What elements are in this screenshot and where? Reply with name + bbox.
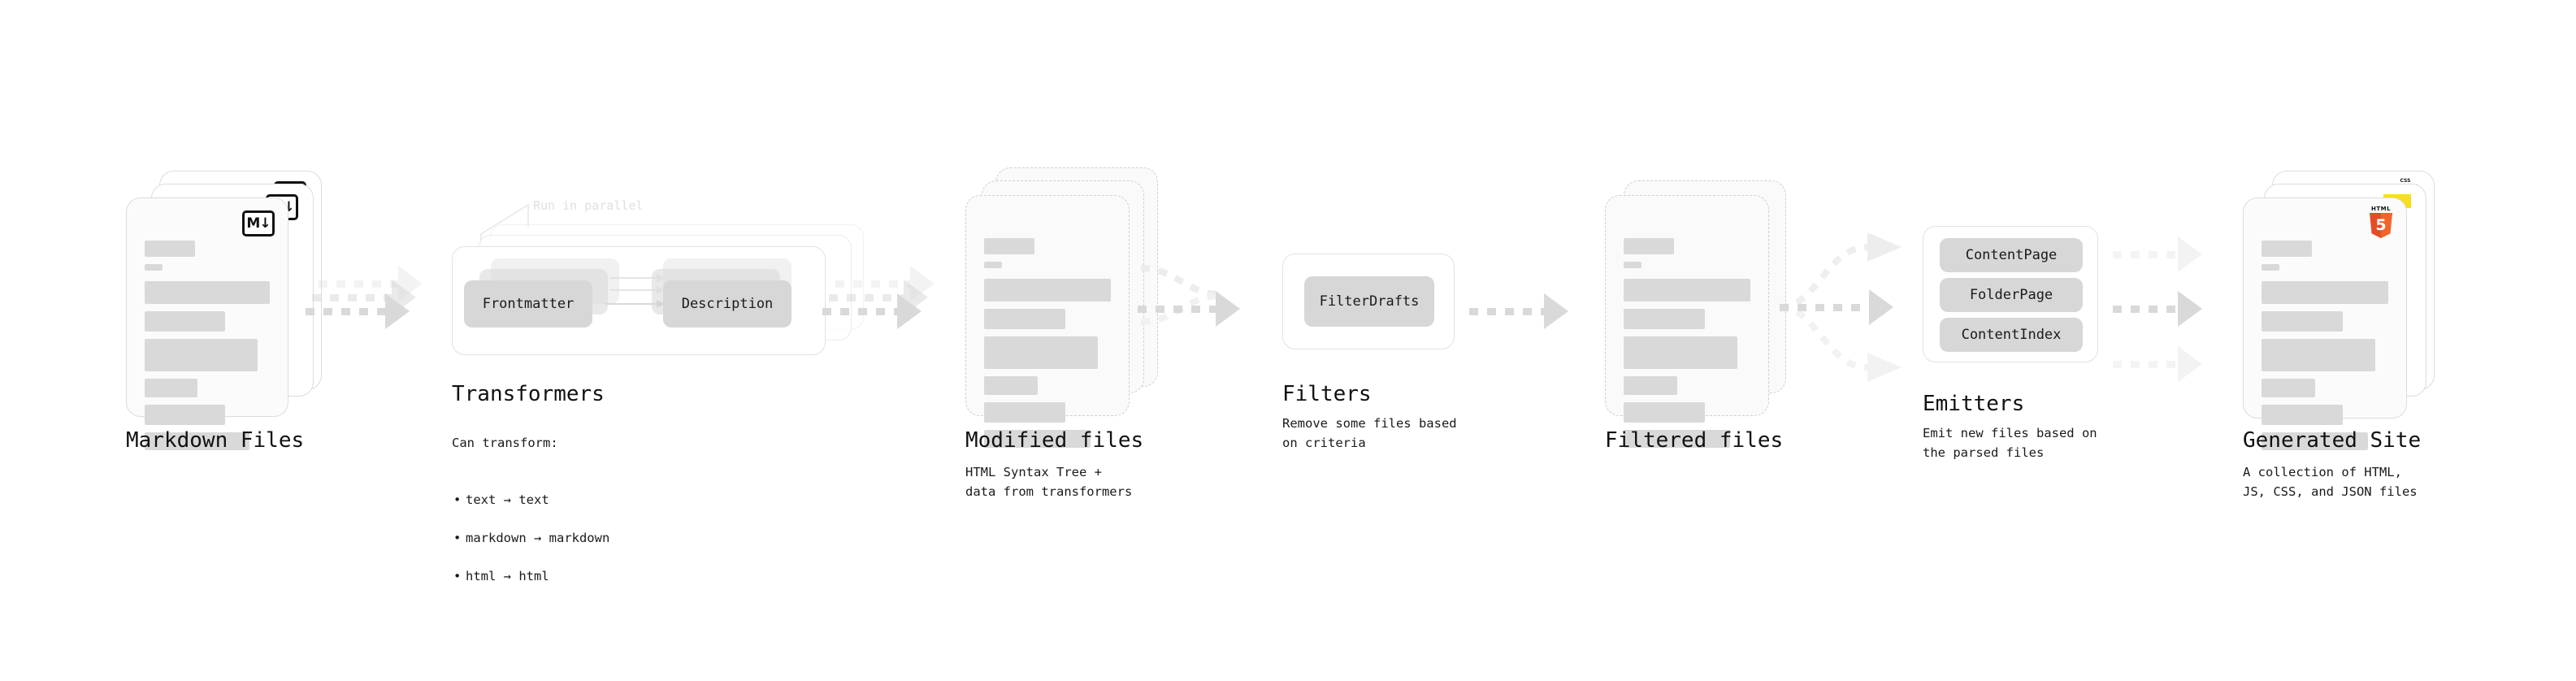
card-placeholder-lines (984, 238, 1111, 455)
transformers-bullet-2: html → html (453, 567, 609, 587)
filter-chip-filterdrafts[interactable]: FilterDrafts (1304, 276, 1434, 327)
stage-title-markdown-files: Markdown Files (126, 428, 305, 453)
stage-title-generated-site: Generated Site (2243, 428, 2422, 453)
transformers-desc-lead: Can transform: (452, 435, 558, 450)
transformer-chip-frontmatter[interactable]: Frontmatter (464, 280, 592, 327)
card-placeholder-lines (145, 241, 270, 458)
site-card-front: HTML 5 (2243, 197, 2407, 450)
css-icon-label: CSS (2400, 178, 2411, 184)
emitter-chip-contentpage[interactable]: ContentPage (1940, 238, 2083, 272)
stage-title-filters: Filters (1282, 382, 1372, 406)
emitter-chip-folderpage[interactable]: FolderPage (1940, 278, 2083, 312)
html5-icon: HTML 5 (2367, 206, 2395, 239)
html5-icon-label: HTML (2370, 206, 2392, 212)
stage-title-transformers: Transformers (452, 382, 605, 406)
markdown-card-front: M↓ (126, 197, 288, 450)
filtered-card-front (1605, 195, 1769, 448)
arrow-filters-to-filtered (1469, 293, 1568, 329)
stage-title-filtered-files: Filtered files (1605, 428, 1784, 453)
modified-card-front (965, 195, 1130, 448)
stage-desc-generated-site: A collection of HTML, JS, CSS, and JSON … (2243, 465, 2418, 499)
stage-title-emitters: Emitters (1923, 392, 2025, 416)
emitters-box: ContentPage FolderPage ContentIndex (1923, 226, 2098, 362)
emitter-chip-contentindex[interactable]: ContentIndex (1940, 318, 2083, 352)
card-placeholder-lines (2262, 241, 2388, 458)
transformer-chip-description[interactable]: Description (663, 280, 791, 327)
transformers-bullet-0: text → text (453, 491, 609, 510)
html5-icon-number: 5 (2375, 216, 2387, 234)
card-placeholder-lines (1624, 238, 1750, 455)
transformers-bullet-1: markdown → markdown (453, 529, 609, 549)
stage-title-modified-files: Modified files (965, 428, 1144, 453)
stage-desc-modified-files: HTML Syntax Tree + data from transformer… (965, 465, 1133, 499)
stage-desc-filters: Remove some files based on criteria (1282, 416, 1457, 450)
run-in-parallel-label: Run in parallel (533, 198, 644, 213)
transformer-inner-arrows (605, 274, 665, 308)
stage-desc-transformers: Can transform: text → text markdown → ma… (452, 414, 609, 625)
markdown-icon: M↓ (242, 210, 275, 236)
html5-icon-shield: 5 (2370, 213, 2392, 238)
filters-box: FilterDrafts (1282, 254, 1455, 349)
stage-desc-emitters: Emit new files based on the parsed files (1923, 426, 2097, 460)
transformers-bullet-list: text → text markdown → markdown html → h… (452, 472, 609, 606)
arrow-fanout-curves (1779, 232, 1902, 382)
